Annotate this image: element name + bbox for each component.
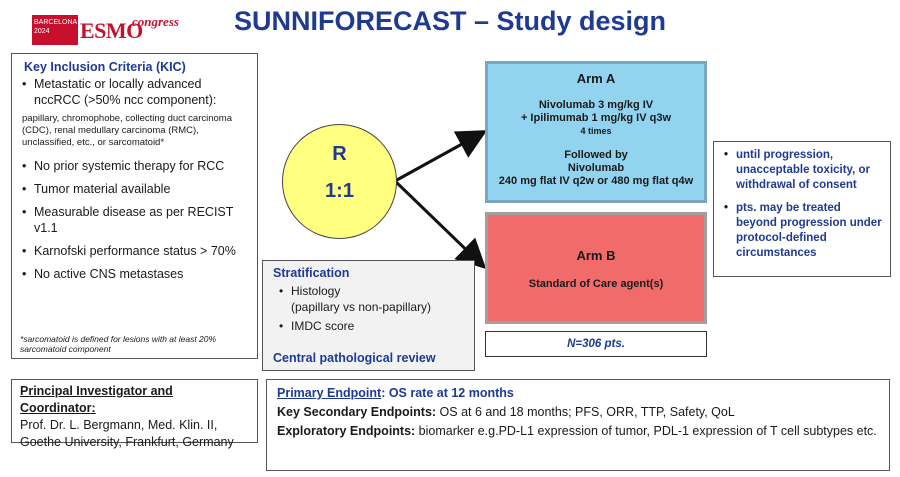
exploratory-endpoints-value: biomarker e.g.PD-L1 expression of tumor,… bbox=[415, 424, 877, 438]
criteria-subtypes: papillary, chromophobe, collecting duct … bbox=[22, 113, 232, 148]
exploratory-endpoints-label: Exploratory Endpoints: bbox=[277, 424, 416, 438]
inclusion-criteria-list-2: No prior systemic therapy for RCC Tumor … bbox=[20, 158, 249, 282]
treatment-notes-box: until progression, unacceptable toxicity… bbox=[713, 141, 891, 277]
logo-city-name: BARCELONA bbox=[34, 19, 78, 26]
arm-a-drug-line: + Ipilimumab 1 mg/kg IV q3w bbox=[520, 112, 672, 124]
logo-city-badge: BARCELONA 2024 bbox=[32, 15, 78, 45]
criteria-item: Karnofski performance status > 70% bbox=[22, 243, 249, 259]
secondary-endpoints: Key Secondary Endpoints: OS at 6 and 18 … bbox=[277, 403, 879, 422]
page-title: SUNNIFORECAST – Study design bbox=[233, 6, 667, 36]
secondary-endpoints-label: Key Secondary Endpoints: bbox=[277, 405, 437, 419]
stratification-list: Histology (papillary vs non-papillary) I… bbox=[273, 283, 464, 334]
inclusion-criteria-title: Key Inclusion Criteria (KIC) bbox=[24, 60, 186, 74]
inclusion-criteria-list: Metastatic or locally advanced nccRCC (>… bbox=[20, 76, 249, 108]
randomization-ratio: 1:1 bbox=[325, 180, 354, 202]
esmo-logo: BARCELONA 2024 ESMO congress bbox=[32, 13, 192, 47]
pi-line: Goethe University, Frankfurt, Germany bbox=[20, 435, 234, 449]
criteria-item: Measurable disease as per RECIST v1.1 bbox=[22, 204, 249, 236]
arrow-to-arm-a bbox=[394, 130, 488, 183]
logo-year: 2024 bbox=[34, 28, 50, 35]
principal-investigator-box: Principal Investigator and Coordinator: … bbox=[11, 379, 258, 449]
criteria-item: Tumor material available bbox=[22, 181, 249, 197]
arm-a-drug-line: Nivolumab 3 mg/kg IV bbox=[538, 99, 654, 111]
stratification-box: Stratification Histology (papillary vs n… bbox=[262, 260, 475, 371]
exploratory-endpoints: Exploratory Endpoints: biomarker e.g.PD-… bbox=[277, 422, 879, 441]
criteria-item: No prior systemic therapy for RCC bbox=[22, 158, 249, 174]
arm-a-title: Arm A bbox=[576, 71, 616, 86]
sample-size-box: N=306 pts. bbox=[485, 331, 707, 357]
randomization-circle: R 1:1 bbox=[282, 124, 397, 239]
stratification-item: Histology (papillary vs non-papillary) bbox=[279, 283, 464, 315]
stratification-histology: Histology bbox=[291, 284, 341, 298]
arrow-to-arm-b bbox=[393, 179, 487, 270]
stratification-item: IMDC score bbox=[279, 318, 464, 334]
criteria-item: No active CNS metastases bbox=[22, 266, 249, 282]
primary-endpoint-label: Primary Endpoint bbox=[277, 386, 382, 400]
pi-title: Principal Investigator and Coordinator: bbox=[20, 384, 173, 415]
treatment-note: pts. may be treated beyond progression u… bbox=[724, 201, 884, 261]
inclusion-criteria-box: Key Inclusion Criteria (KIC) Metastatic … bbox=[11, 53, 258, 359]
treatment-notes-list: until progression, unacceptable toxicity… bbox=[722, 148, 884, 261]
arm-b-title: Arm B bbox=[576, 248, 616, 263]
arm-a-followed-line: Nivolumab bbox=[567, 162, 625, 174]
stratification-title: Stratification bbox=[273, 266, 350, 280]
sarcomatoid-footnote: *sarcomatoid is defined for lesions with… bbox=[20, 334, 217, 354]
arm-a-followed-line: 240 mg flat IV q2w or 480 mg flat q4w bbox=[498, 175, 694, 187]
arm-a-times: 4 times bbox=[580, 126, 612, 136]
logo-brand: ESMO bbox=[80, 18, 143, 43]
arm-a-box: Arm A Nivolumab 3 mg/kg IV + Ipilimumab … bbox=[485, 61, 707, 203]
stratification-histology-detail: (papillary vs non-papillary) bbox=[291, 300, 432, 314]
arm-b-treatment: Standard of Care agent(s) bbox=[528, 278, 664, 290]
arm-a-followed-line: Followed by bbox=[564, 149, 628, 161]
primary-endpoint-value: : OS rate at 12 months bbox=[381, 386, 514, 400]
logo-suffix: congress bbox=[132, 14, 179, 29]
treatment-note: until progression, unacceptable toxicity… bbox=[724, 148, 884, 193]
randomization-letter: R bbox=[332, 143, 347, 165]
endpoints-box: Primary Endpoint: OS rate at 12 months K… bbox=[266, 379, 890, 471]
pi-line: Prof. Dr. L. Bergmann, Med. Klin. II, bbox=[20, 418, 218, 432]
arm-b-box: Arm B Standard of Care agent(s) bbox=[485, 212, 707, 324]
primary-endpoint: Primary Endpoint: OS rate at 12 months bbox=[277, 384, 879, 403]
criteria-item: Metastatic or locally advanced nccRCC (>… bbox=[22, 76, 249, 108]
central-review-label: Central pathological review bbox=[273, 351, 436, 365]
secondary-endpoints-value: OS at 6 and 18 months; PFS, ORR, TTP, Sa… bbox=[436, 405, 735, 419]
